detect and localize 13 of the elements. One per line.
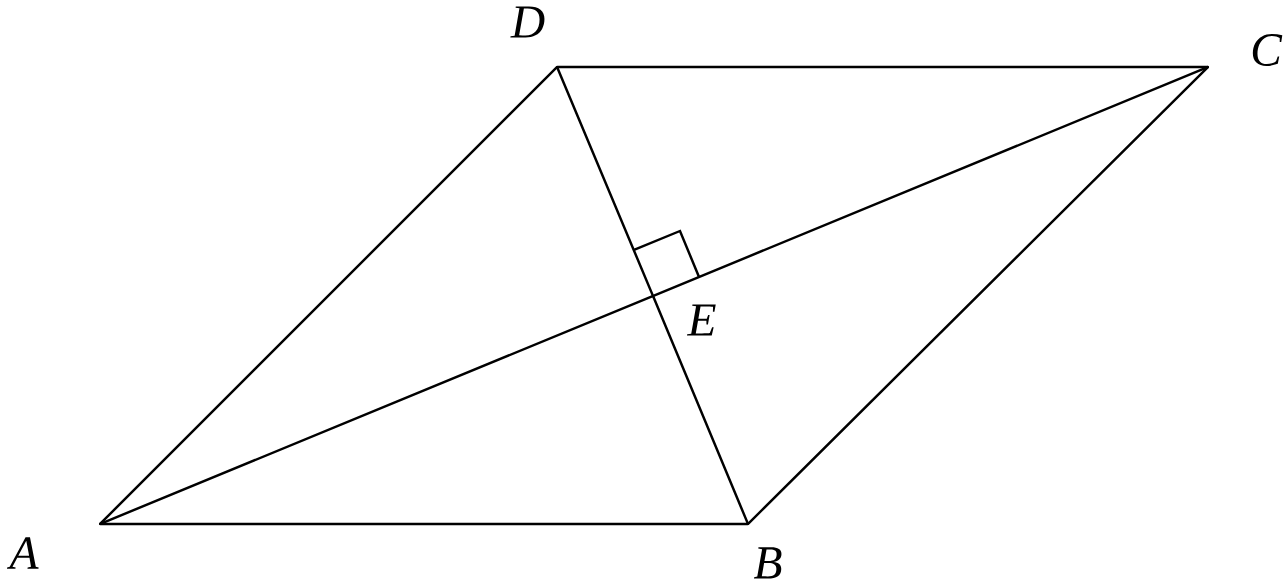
line-segment: [747, 66, 1209, 525]
point-label: E: [686, 304, 716, 336]
point-label: D: [510, 6, 545, 38]
line-segment: [555, 66, 655, 297]
line-segment: [556, 65, 1209, 69]
point-label: C: [1252, 34, 1283, 66]
line-segment: [99, 522, 749, 526]
line-segment: [651, 295, 750, 525]
line-segment: [99, 66, 558, 525]
line-segment: [652, 65, 1209, 298]
line-segment: [99, 294, 654, 526]
point-label: A: [6, 537, 39, 569]
point-label: B: [753, 547, 782, 579]
